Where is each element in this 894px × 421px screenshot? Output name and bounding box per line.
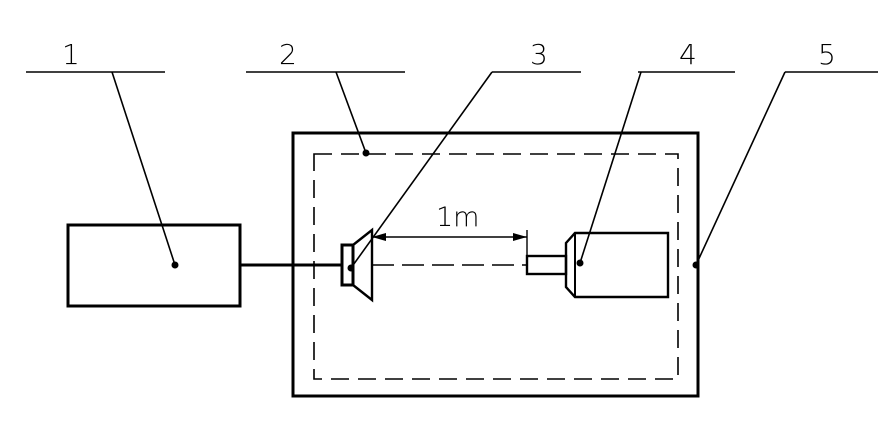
callout-2: 2 bbox=[246, 38, 405, 157]
callout-5: 5 bbox=[692, 38, 878, 269]
callout-number-2: 2 bbox=[279, 38, 297, 71]
callout-1: 1 bbox=[26, 38, 179, 269]
callout-number-5: 5 bbox=[818, 38, 836, 71]
microphone-icon bbox=[525, 231, 670, 299]
dimension-label: 1m bbox=[436, 202, 479, 233]
callout-4: 4 bbox=[576, 38, 735, 267]
speaker-icon bbox=[340, 227, 374, 303]
callout-3: 3 bbox=[347, 38, 581, 272]
dimension-1m: 1m bbox=[372, 202, 528, 256]
inner-dashed-region bbox=[313, 153, 679, 380]
callout-number-1: 1 bbox=[62, 38, 80, 71]
component-1-box bbox=[66, 223, 242, 308]
callout-number-3: 3 bbox=[530, 38, 548, 71]
callout-number-4: 4 bbox=[679, 38, 697, 71]
